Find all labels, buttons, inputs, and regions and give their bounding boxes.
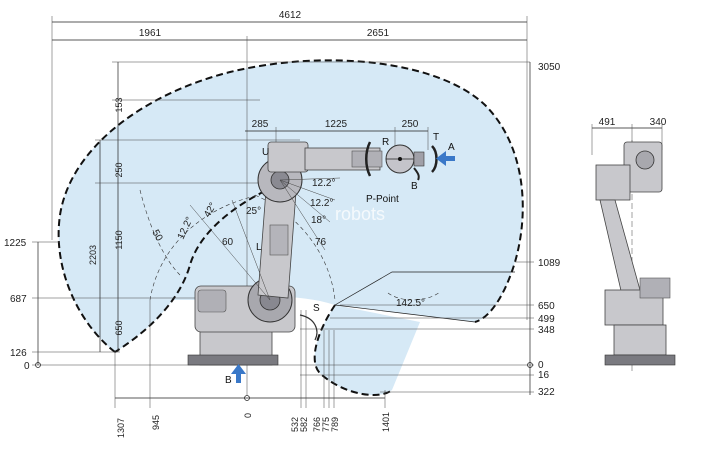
axis-label-s: S	[313, 303, 320, 314]
envelope-outer-boundary	[57, 59, 524, 353]
side-motor	[639, 277, 671, 299]
side-base	[613, 324, 667, 356]
p-point-label: P-Point	[366, 194, 399, 205]
side-dim-340: 340	[650, 117, 667, 128]
height-right-322: 322	[538, 387, 555, 398]
angle-guide-6	[231, 199, 271, 301]
bottom-dim-775: 775	[321, 417, 331, 432]
bottom-dim-0: 0	[243, 413, 253, 418]
robot-upper-arm-casing	[267, 141, 309, 173]
rotation-arrow-r	[365, 141, 372, 177]
axis-label-u: U	[262, 147, 269, 158]
height-right-499: 499	[538, 314, 555, 325]
bottom-dim-766: 766	[312, 417, 322, 432]
angle-guide-5	[189, 204, 271, 301]
dim-arm-285: 285	[252, 119, 269, 130]
robot-s-cable	[299, 314, 318, 341]
robot-flange	[413, 151, 425, 167]
dim-v-2203: 2203	[88, 245, 98, 265]
side-dim-491: 491	[599, 117, 616, 128]
height-left-1225: 1225	[4, 238, 27, 249]
height-right-0: 0	[538, 360, 544, 371]
height-right-348: 348	[538, 325, 555, 336]
angle-label-4: 76	[315, 237, 327, 248]
height-right-1089: 1089	[538, 258, 561, 269]
bottom-dim-582: 582	[299, 417, 309, 432]
bottom-dim-1401: 1401	[381, 412, 391, 432]
angle-label-2: 12.2°	[310, 198, 333, 209]
angle-guide-1	[279, 177, 341, 181]
angle-guide-3	[279, 179, 331, 223]
axis-label-r: R	[382, 137, 389, 148]
angle-label-8: 60	[222, 237, 234, 248]
dim-arm-1225: 1225	[325, 119, 348, 130]
robot-lower-arm-motor	[269, 224, 289, 256]
angle-label-9: 50	[149, 228, 164, 244]
dim-v-1150: 1150	[114, 230, 124, 249]
reach-arc-4	[387, 291, 441, 301]
bottom-dim-945: 945	[151, 415, 161, 430]
height-left-126: 126	[10, 348, 27, 359]
view-label-a: A	[448, 142, 455, 153]
rotation-arrow-b	[413, 167, 420, 181]
dim-arm-250: 250	[402, 119, 419, 130]
side-upper-bracket	[595, 164, 631, 201]
envelope-lower-boundary	[313, 304, 393, 396]
height-left-0: 0	[24, 361, 30, 372]
robot-side-view: 491 340	[591, 117, 676, 372]
height-right-3050: 3050	[538, 62, 561, 73]
side-wrist-circle	[635, 150, 655, 170]
origin-marker-right	[527, 362, 533, 368]
view-label-b: B	[225, 375, 232, 386]
axis-label-t: T	[433, 132, 439, 143]
watermark-text: robots	[335, 204, 385, 224]
angle-label-6: 25°	[246, 206, 261, 217]
dim-overall-width: 4612	[279, 10, 302, 21]
dim-v-250: 250	[114, 162, 124, 177]
bottom-dim-789: 789	[330, 417, 340, 432]
bottom-dim-1307: 1307	[116, 418, 126, 438]
origin-marker-left	[35, 362, 41, 368]
dim-v-153: 153	[114, 97, 124, 112]
robot-base-plate	[187, 354, 279, 366]
axis-label-l: L	[256, 242, 262, 253]
height-right-16: 16	[538, 370, 550, 381]
robot-s-motor	[197, 289, 227, 313]
angle-guide-4	[279, 179, 326, 251]
angle-label-1: 12.2°	[312, 178, 335, 189]
axis-label-b: B	[411, 181, 418, 192]
angle-label-3: 18°	[311, 215, 326, 226]
height-left-687: 687	[10, 294, 27, 305]
height-right-650: 650	[538, 301, 555, 312]
dim-right-width: 2651	[367, 28, 390, 39]
view-arrow-b	[231, 364, 246, 383]
envelope-inner-wedge	[333, 271, 515, 323]
rotation-arrow-t	[431, 145, 438, 173]
reach-arc-1	[149, 194, 261, 301]
dim-v-650: 650	[114, 320, 124, 335]
bottom-dim-532: 532	[290, 417, 300, 432]
dim-left-width: 1961	[139, 28, 162, 39]
origin-marker-bottom	[244, 395, 250, 401]
side-base-plate	[604, 354, 676, 366]
p-point-marker	[398, 157, 402, 161]
view-arrow-a	[436, 151, 455, 166]
angle-label-10: 142.5°	[396, 298, 425, 309]
side-lower-arm	[599, 199, 641, 296]
angle-guide-2	[279, 179, 336, 201]
